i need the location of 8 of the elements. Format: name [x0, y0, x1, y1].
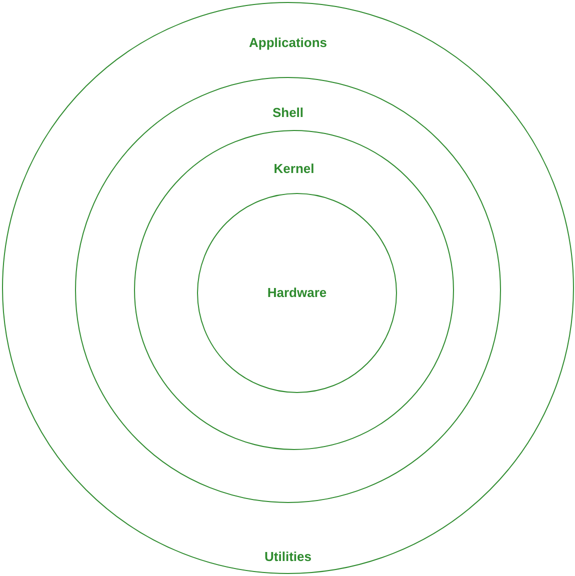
layer-circle [197, 193, 397, 393]
layer-circle [134, 130, 454, 450]
layer-label: Applications [249, 35, 327, 51]
layer-label: Kernel [274, 161, 314, 177]
layer-label: Utilities [264, 549, 312, 565]
layer-label: Shell [272, 105, 304, 121]
layer-circle [75, 77, 501, 503]
layer-label: Hardware [267, 285, 327, 301]
